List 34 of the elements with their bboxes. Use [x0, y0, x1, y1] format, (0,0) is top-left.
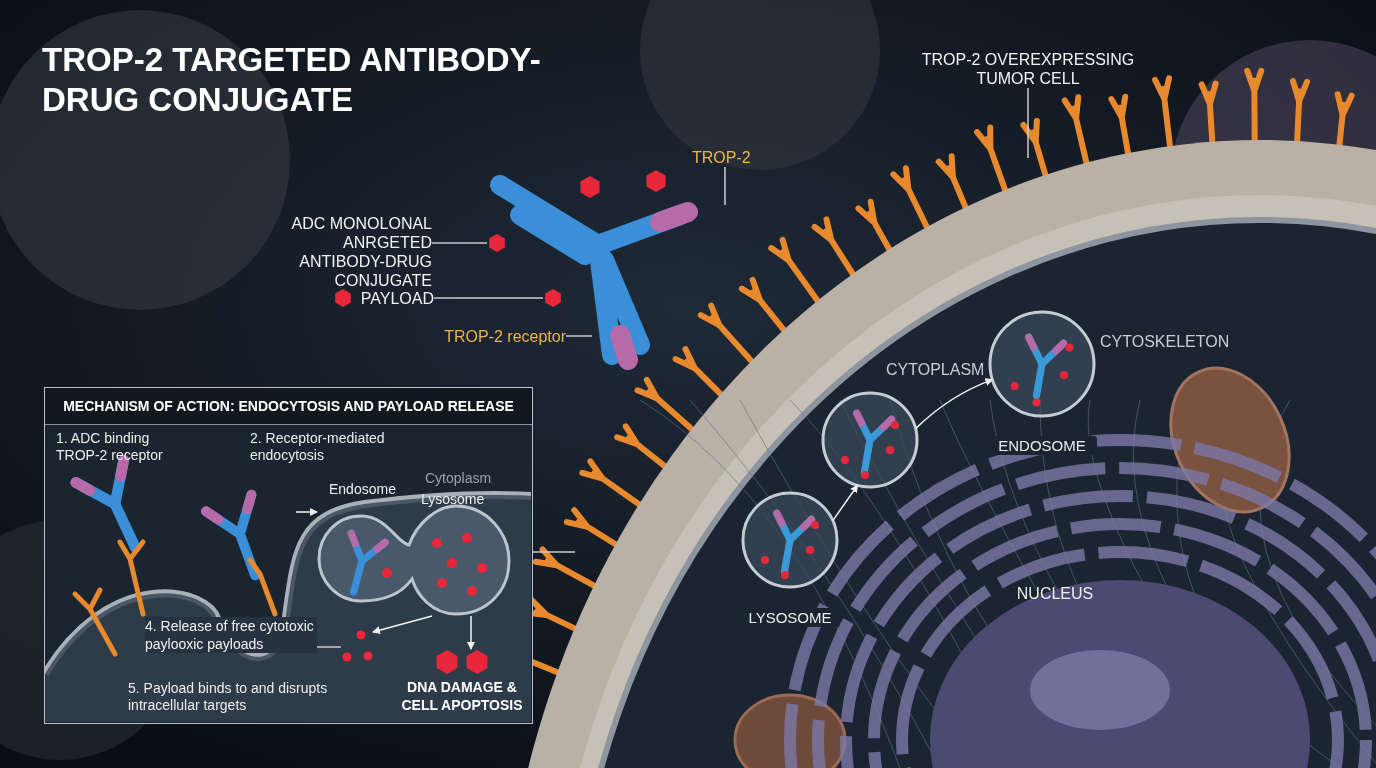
arrow — [832, 484, 859, 522]
leader-line — [724, 166, 726, 206]
callout-label: ADC MONOLONAL ANRGETED ANTIBODY-DRUG CONJUGATE — [262, 214, 432, 290]
vesicle — [820, 390, 920, 490]
vesicle-label: Endosome — [329, 480, 396, 499]
callout-label: TROP-2 — [692, 148, 762, 167]
region-label: CYTOSKELETON — [1100, 332, 1231, 351]
region-label: NUCLEUS — [1015, 584, 1095, 603]
callout-label: TROP-2 OVEREXPRESSING TUMOR CELL — [900, 50, 1156, 88]
arrow — [914, 378, 994, 430]
arrow — [467, 615, 475, 650]
leader-line — [532, 551, 576, 553]
region-label: 5. Payload binds to and disrupts intracellular targets — [128, 680, 329, 714]
callout-label: 4. Release of free cytotoxic paylooxic payloads — [145, 617, 317, 653]
leader-line — [565, 335, 593, 337]
outcome-label: DNA DAMAGE & CELL APOPTOSIS — [400, 678, 524, 714]
payload-hexagon — [487, 233, 507, 253]
arrow — [295, 508, 318, 516]
arrow — [372, 615, 433, 635]
leader-line — [316, 646, 342, 648]
panel-title: MECHANISM OF ACTION: ENDOCYTOSIS AND PAYLOAD RELEASE — [62, 397, 515, 416]
payload-hexagon — [543, 288, 563, 308]
callout-label: PAYLOAD — [358, 289, 434, 308]
callout-label: TROP-2 receptor — [440, 327, 566, 346]
leader-line — [433, 297, 544, 299]
leader-line — [431, 242, 488, 244]
region-label: 2. Receptor-mediated endocytosis — [250, 430, 386, 464]
leader-line — [1027, 87, 1029, 159]
region-label: 1. ADC binding TROP-2 receptor — [56, 430, 164, 464]
region-label: Cytoplasm — [425, 470, 493, 487]
title: TROP-2 TARGETED ANTIBODY-DRUG CONJUGATE — [42, 40, 542, 120]
region-label: CYTOPLASM — [886, 360, 986, 379]
vesicle-label: Lysosome — [421, 490, 485, 509]
payload-dots — [341, 629, 373, 663]
